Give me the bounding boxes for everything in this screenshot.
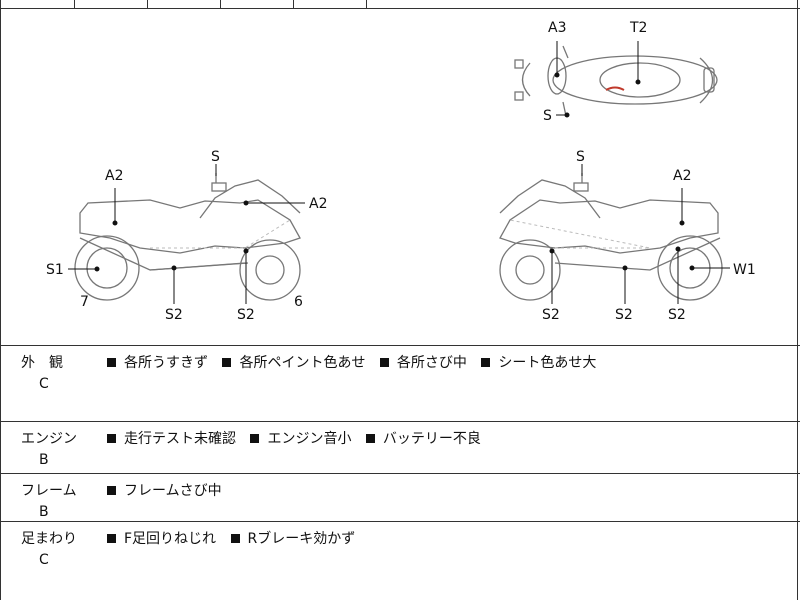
issue-item: バッテリー不良 — [382, 431, 481, 447]
issue-item: 各所ペイント色あせ — [239, 355, 366, 371]
square-bullet-icon — [107, 534, 116, 543]
header-table-remnant — [0, 0, 800, 9]
issue-list: 走行テスト未確認 エンジン音小 バッテリー不良 — [107, 428, 491, 448]
issue-item: フレームさび中 — [124, 483, 222, 499]
square-bullet-icon — [107, 486, 116, 495]
label-right-w1: W1 — [733, 262, 756, 278]
scooter-diagram-svg: A3 T2 S S A2 A2 S1 7 6 S2 S2 S A2 W1 S2 … — [46, 20, 756, 323]
issue-item: 各所うすきず — [124, 355, 208, 371]
category-label: エンジン — [21, 431, 77, 447]
damage-mark — [605, 86, 625, 91]
square-bullet-icon — [230, 534, 240, 543]
issue-item: F足回りねじれ — [124, 531, 217, 547]
inspection-row-engine: エンジン B 走行テスト未確認 エンジン音小 バッテリー不良 — [0, 422, 800, 474]
inspection-row-suspension: 足まわり C F足回りねじれ Rブレーキ効かず — [0, 522, 800, 600]
label-left-s2-a: S2 — [165, 307, 183, 323]
issue-list: フレームさび中 — [107, 480, 232, 500]
header-cell — [0, 0, 75, 8]
category-label: 外 観 — [21, 355, 63, 371]
label-left-s2-b: S2 — [237, 307, 255, 323]
grade-value: C — [39, 552, 49, 568]
label-left-6: 6 — [294, 294, 303, 310]
issue-list: 各所うすきず 各所ペイント色あせ 各所さび中 シート色あせ大 — [107, 352, 606, 372]
scooter-right-view — [499, 173, 723, 301]
square-bullet-icon — [107, 358, 116, 367]
header-cell — [74, 0, 148, 8]
scooter-top-view — [514, 45, 718, 117]
square-bullet-icon — [481, 358, 491, 367]
label-top-a3: A3 — [548, 20, 566, 36]
issue-list: F足回りねじれ Rブレーキ効かず — [107, 528, 365, 548]
issue-item: Rブレーキ効かず — [247, 531, 356, 547]
square-bullet-icon — [222, 358, 232, 367]
label-right-s2-b: S2 — [615, 307, 633, 323]
issue-item: シート色あせ大 — [498, 355, 597, 371]
header-cell — [293, 0, 367, 8]
grade-value: B — [39, 504, 49, 520]
damage-diagram: A3 T2 S S A2 A2 S1 7 6 S2 S2 S A2 W1 S2 … — [0, 8, 800, 346]
header-cell — [220, 0, 294, 8]
label-left-s1: S1 — [46, 262, 64, 278]
issue-item: 走行テスト未確認 — [124, 431, 236, 447]
scooter-left-view — [74, 173, 301, 301]
issue-item: 各所さび中 — [396, 355, 467, 371]
square-bullet-icon — [365, 434, 375, 443]
label-right-s: S — [576, 149, 585, 165]
label-right-a2: A2 — [673, 168, 691, 184]
issue-item: エンジン音小 — [267, 431, 352, 447]
header-cell — [147, 0, 221, 8]
square-bullet-icon — [379, 358, 389, 367]
inspection-row-exterior: 外 観 C 各所うすきず 各所ペイント色あせ 各所さび中 シート色あせ大 — [0, 346, 800, 422]
grade-value: B — [39, 452, 49, 468]
label-left-s: S — [211, 149, 220, 165]
square-bullet-icon — [107, 434, 116, 443]
label-right-s2-a: S2 — [542, 307, 560, 323]
label-left-a2-top: A2 — [105, 168, 123, 184]
label-left-7: 7 — [80, 294, 89, 310]
label-top-t2: T2 — [629, 20, 647, 36]
category-label: フレーム — [21, 483, 77, 499]
category-label: 足まわり — [21, 531, 77, 547]
label-top-s: S — [543, 108, 552, 124]
inspection-row-frame: フレーム B フレームさび中 — [0, 474, 800, 522]
square-bullet-icon — [250, 434, 260, 443]
label-right-s2-c: S2 — [668, 307, 686, 323]
label-left-a2-right: A2 — [309, 196, 327, 212]
grade-value: C — [39, 376, 49, 392]
